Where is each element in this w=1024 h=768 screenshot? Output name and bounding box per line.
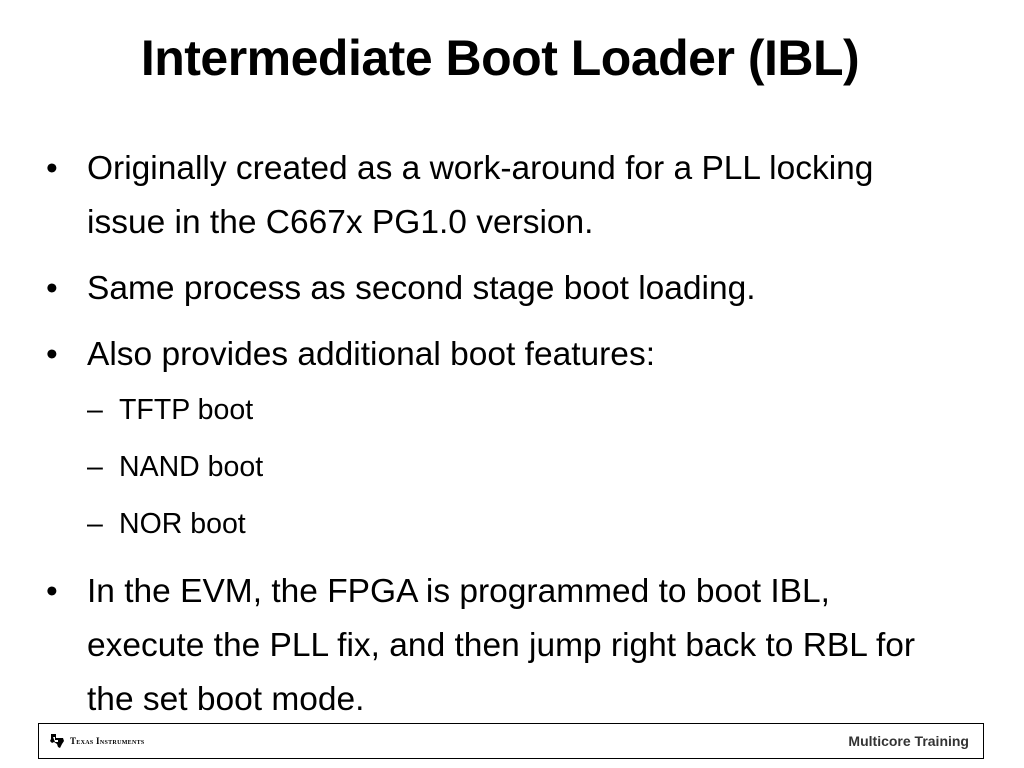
bullet-text: In the EVM, the FPGA is programmed to bo…	[87, 573, 916, 718]
bullet-text: Originally created as a work-around for …	[87, 150, 874, 241]
sub-bullet-text: NAND boot	[119, 451, 264, 483]
bullet-dot: •	[46, 336, 58, 373]
bullet-dot: •	[46, 270, 58, 307]
bullet-item: • Originally created as a work-around fo…	[46, 142, 956, 250]
sub-bullet-list: – TFTP boot – NAND boot – NOR boot	[46, 394, 956, 540]
company-name: Texas Instruments	[70, 736, 145, 746]
sub-bullet-item: – NOR boot	[46, 508, 956, 540]
sub-bullet-text: NOR boot	[119, 508, 246, 540]
bullet-text: Also provides additional boot features:	[87, 336, 655, 373]
sub-bullet-dash: –	[87, 508, 103, 540]
bullet-dot: •	[46, 150, 58, 187]
bullet-item: • Also provides additional boot features…	[46, 328, 956, 382]
texas-state-icon	[50, 734, 64, 748]
slide-footer: Texas Instruments Multicore Training	[38, 723, 984, 759]
bullet-dot: •	[46, 573, 58, 610]
sub-bullet-item: – TFTP boot	[46, 394, 956, 426]
sub-bullet-dash: –	[87, 394, 103, 426]
sub-bullet-text: TFTP boot	[119, 394, 254, 426]
sub-bullet-dash: –	[87, 451, 103, 483]
training-label: Multicore Training	[848, 733, 969, 749]
bullet-list: • Originally created as a work-around fo…	[46, 142, 956, 739]
bullet-text: Same process as second stage boot loadin…	[87, 270, 756, 307]
bullet-item: • In the EVM, the FPGA is programmed to …	[46, 565, 956, 727]
company-logo: Texas Instruments	[49, 733, 145, 749]
sub-bullet-item: – NAND boot	[46, 451, 956, 483]
bullet-item: • Same process as second stage boot load…	[46, 262, 956, 316]
slide-title: Intermediate Boot Loader (IBL)	[140, 30, 860, 86]
